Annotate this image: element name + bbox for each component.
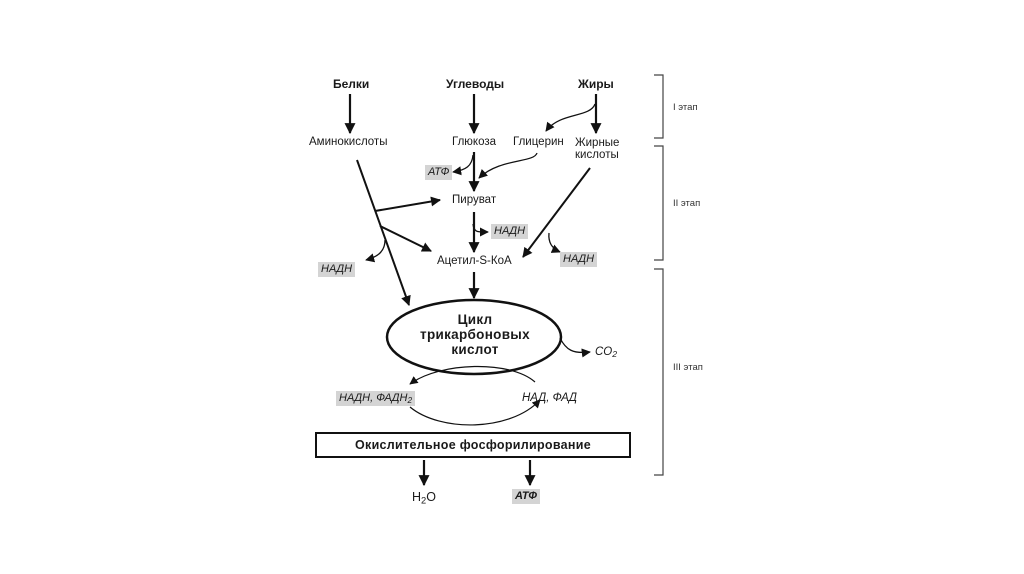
arrow-amino-acids-to-nadh bbox=[365, 239, 386, 263]
arrow-fatty-acids-to-nadh bbox=[548, 232, 561, 253]
badge-nadh-fatty-acids: НАДН bbox=[560, 252, 598, 267]
nadh-fadh2-main: НАДН, ФАДН bbox=[339, 392, 408, 404]
tca-cycle-line2: трикарбоновых bbox=[420, 327, 530, 342]
arrow-amino-acids-to-cycle bbox=[356, 159, 411, 306]
water-o: O bbox=[426, 490, 436, 504]
label-carbohydrates: Углеводы bbox=[446, 77, 505, 91]
label-nad-fad: НАД, ФАД bbox=[522, 392, 577, 404]
label-acetyl-coa: Ацетил-S-КоА bbox=[437, 255, 512, 267]
label-glycerol: Глицерин bbox=[513, 136, 564, 148]
label-pyruvate: Пируват bbox=[452, 194, 497, 206]
badge-atp-glycolysis: АТФ bbox=[425, 165, 453, 180]
tca-cycle-line1: Цикл bbox=[457, 312, 493, 327]
arrow-fats-to-glycerol bbox=[545, 103, 596, 132]
oxidative-phosphorylation-box: Окислительное фосфорилирование bbox=[315, 432, 631, 458]
stage-3-bracket bbox=[654, 268, 664, 476]
arrow-amino-acids-to-acetyl-coa bbox=[379, 225, 432, 252]
badge-nadh-amino-acids: НАДН bbox=[318, 262, 356, 277]
water-h: H bbox=[412, 490, 422, 504]
arrow-amino-acids-to-pyruvate bbox=[374, 196, 441, 212]
label-water: H2O bbox=[412, 490, 436, 506]
oxidative-phosphorylation-label: Окислительное фосфорилирование bbox=[354, 438, 592, 452]
stage-2-bracket bbox=[654, 145, 664, 261]
nadh-fadh2-subscript: 2 bbox=[407, 396, 413, 406]
label-amino-acids: Аминокислоты bbox=[309, 136, 388, 148]
label-proteins: Белки bbox=[333, 77, 370, 91]
badge-nadh-fadh2: НАДН, ФАДН2 bbox=[336, 391, 416, 406]
co2-subscript: 2 bbox=[612, 349, 618, 360]
stage-3-label: III этап bbox=[673, 362, 703, 373]
stage-1-bracket bbox=[654, 74, 664, 139]
stage-2-label: II этап bbox=[673, 198, 701, 209]
tca-cycle-label: Цикл трикарбоновых кислот bbox=[387, 312, 563, 357]
arrow-glycerol-to-pyruvate bbox=[478, 152, 538, 179]
stage-1-label: I этап bbox=[673, 102, 698, 113]
label-fats: Жиры bbox=[578, 77, 614, 91]
label-glucose: Глюкоза bbox=[452, 136, 497, 148]
arrow-glucose-to-atp bbox=[452, 154, 474, 176]
badge-atp-final: АТФ bbox=[512, 489, 540, 504]
label-fatty-acids-line2: кислоты bbox=[575, 149, 619, 161]
arrow-nad-to-nadh bbox=[409, 365, 536, 385]
label-co2: CO2 bbox=[595, 346, 618, 360]
label-fatty-acids: Жирные кислоты bbox=[575, 137, 619, 161]
badge-nadh-pyruvate: НАДН bbox=[491, 224, 529, 239]
label-fatty-acids-line1: Жирные bbox=[575, 137, 620, 149]
co2-main: CO bbox=[595, 346, 613, 358]
arrow-pyruvate-to-nadh bbox=[472, 223, 489, 237]
water-subscript: 2 bbox=[421, 495, 427, 506]
tca-cycle-line3: кислот bbox=[451, 342, 499, 357]
tca-cycle-ellipse bbox=[385, 298, 563, 376]
arrow-cycle-to-co2 bbox=[559, 337, 591, 358]
arrow-nadh-to-nad bbox=[409, 399, 541, 426]
arrow-fatty-acids-to-acetyl-coa bbox=[522, 167, 591, 258]
